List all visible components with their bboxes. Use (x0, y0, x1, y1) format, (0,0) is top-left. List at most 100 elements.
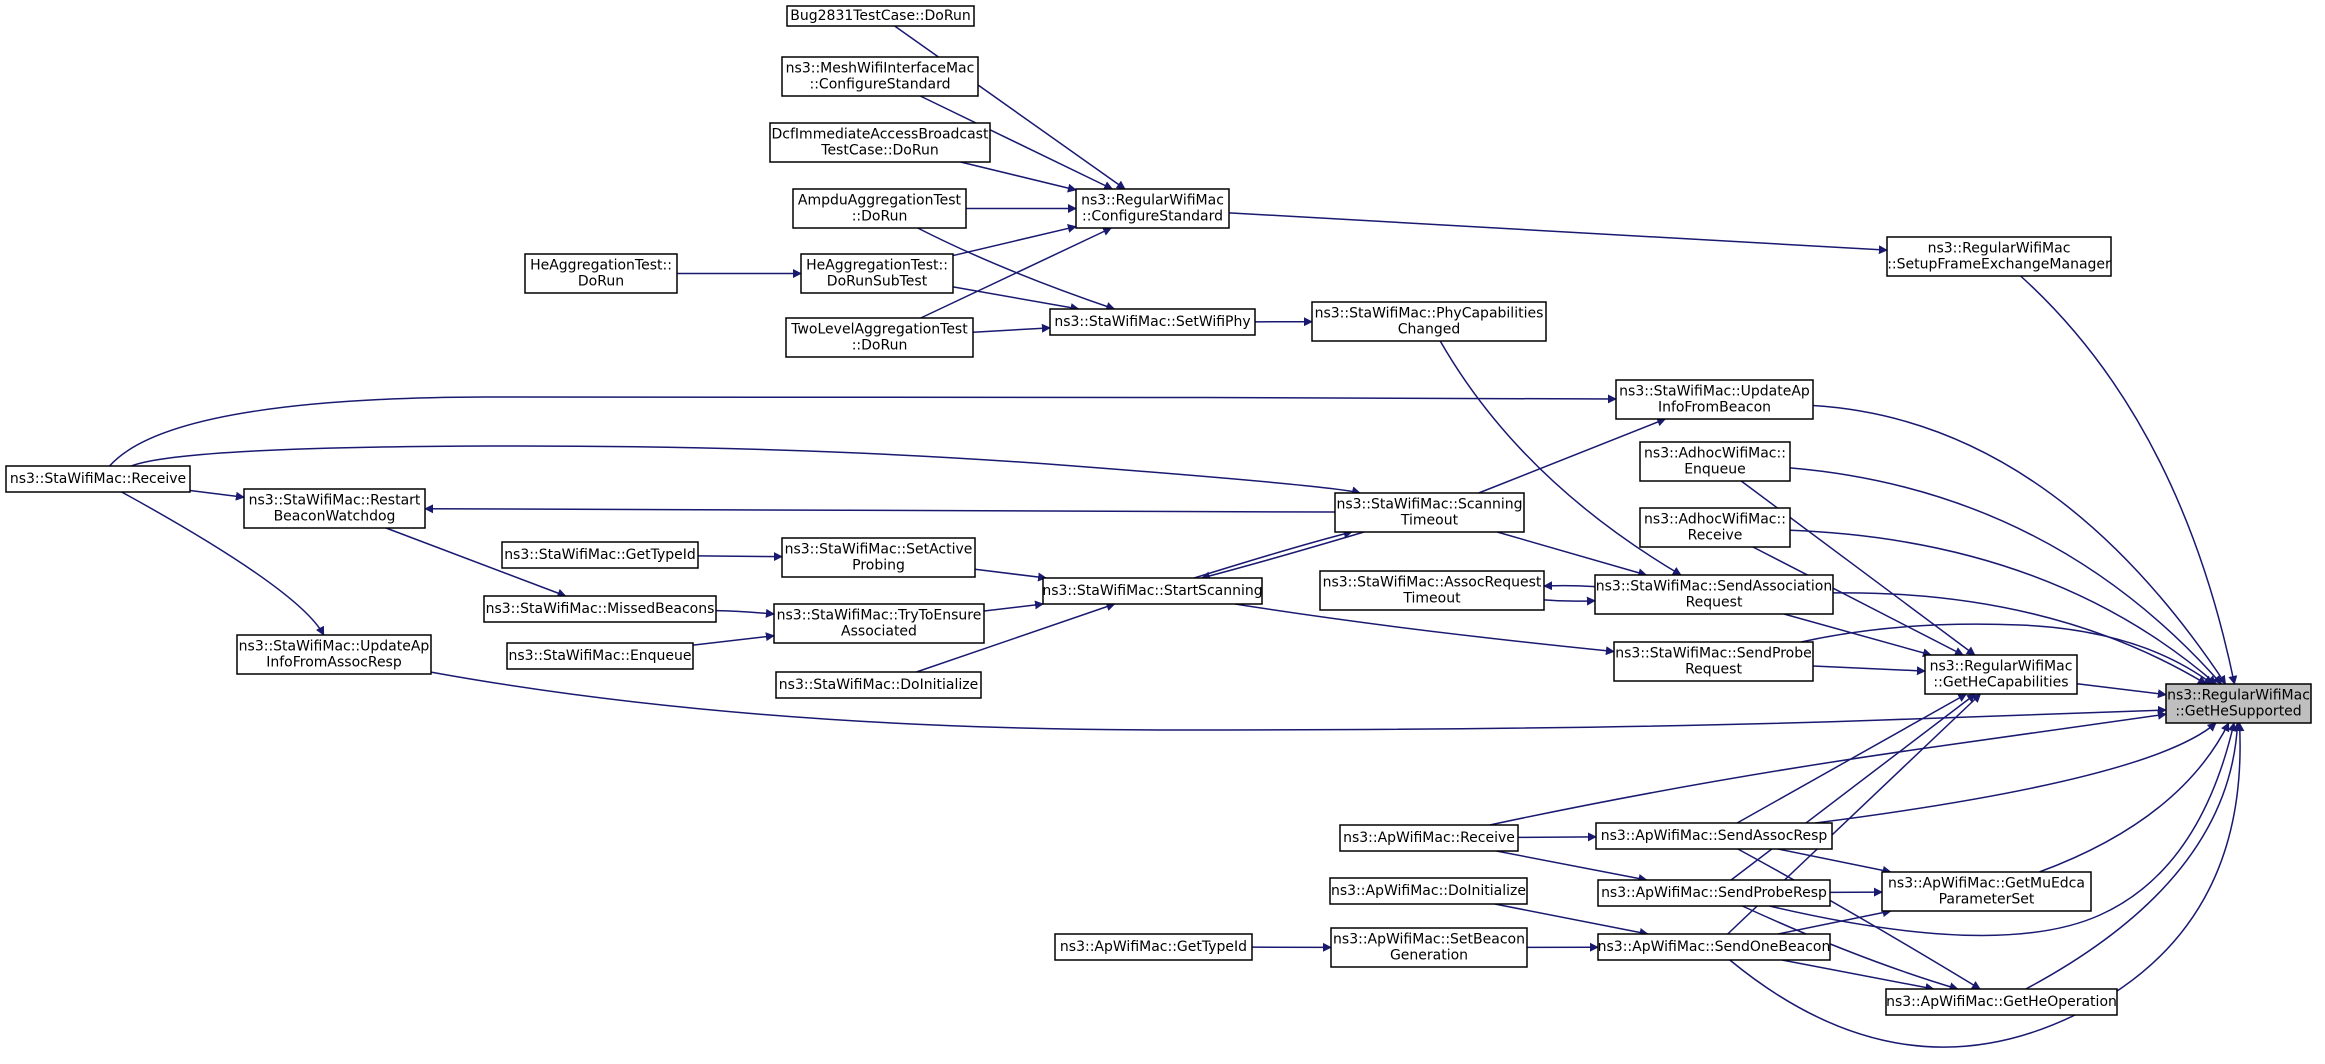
edge-line (917, 227, 1116, 311)
edge-adhocEnq-to-getHeCap (1740, 480, 1976, 656)
node-box (1639, 441, 1791, 482)
node-regCfg[interactable]: ns3::RegularWifiMac::ConfigureStandard (1075, 188, 1230, 229)
node-box (1594, 574, 1834, 615)
node-box (1639, 507, 1791, 548)
edge-line (2039, 722, 2230, 873)
edge-ampdu-to-setWifiPhy (917, 227, 1116, 311)
node-staDoInit[interactable]: ns3::StaWifiMac::DoInitialize (775, 671, 982, 699)
node-box (1042, 577, 1263, 605)
node-sendAssocResp[interactable]: ns3::ApWifiMac::SendAssocResp (1595, 822, 1833, 850)
node-label: ns3::StaWifiMac::AssocRequest (1323, 575, 1542, 591)
edge-getHeOp-to-getHeSupported (2025, 722, 2242, 990)
node-staEnqueue[interactable]: ns3::StaWifiMac::Enqueue (506, 642, 694, 670)
node-label: ns3::StaWifiMac::Restart (249, 493, 421, 509)
edge-line (1812, 665, 1926, 676)
node-box (1330, 927, 1528, 968)
node-sendOneBeacon[interactable]: ns3::ApWifiMac::SendOneBeacon (1597, 933, 1831, 961)
node-apGetTypeId[interactable]: ns3::ApWifiMac::GetTypeId (1054, 933, 1253, 961)
edge-line (952, 224, 1077, 257)
edge-line (697, 552, 783, 562)
node-apDoInit[interactable]: ns3::ApWifiMac::DoInitialize (1329, 877, 1528, 905)
node-label: ns3::MeshWifiInterfaceMac (786, 61, 975, 77)
edge-line (2025, 722, 2242, 990)
node-heAggDoRun[interactable]: HeAggregationTest::DoRun (524, 253, 678, 294)
node-label: ns3::ApWifiMac::SendAssocResp (1601, 828, 1828, 844)
node-box (1924, 654, 2078, 695)
node-setWifiPhy[interactable]: ns3::StaWifiMac::SetWifiPhy (1049, 308, 1256, 336)
node-box (1615, 379, 1814, 420)
edge-setupFem-to-getHeSupported (2020, 275, 2238, 685)
node-meshCfg[interactable]: ns3::MeshWifiInterfaceMac::ConfigureStan… (781, 56, 979, 97)
node-setupFem[interactable]: ns3::RegularWifiMac::SetupFrameExchangeM… (1886, 236, 2112, 277)
node-startScanning[interactable]: ns3::StaWifiMac::StartScanning (1042, 577, 1263, 605)
node-label: Timeout (1402, 591, 1461, 607)
edge-sendProbeReq-to-getHeCap (1812, 665, 1926, 676)
node-box (1334, 492, 1525, 533)
node-getHeOp[interactable]: ns3::ApWifiMac::GetHeOperation (1885, 988, 2118, 1016)
node-label: ns3::RegularWifiMac (1928, 241, 2071, 257)
node-label: ns3::ApWifiMac::Receive (1343, 830, 1515, 846)
edge-heAggSub-to-setWifiPhy (952, 286, 1080, 313)
node-label: ns3::StaWifiMac::SendProbe (1615, 646, 1811, 662)
node-label: ::GetHeCapabilities (1933, 675, 2068, 691)
node-missedBeacons[interactable]: ns3::StaWifiMac::MissedBeacons (483, 595, 717, 623)
edge-sendAssocReq-to-getHeSupported (1832, 592, 2207, 685)
node-updApAssocResp[interactable]: ns3::StaWifiMac::UpdateApInfoFromAssocRe… (236, 634, 432, 675)
node-twoLevel[interactable]: TwoLevelAggregationTest::DoRun (785, 317, 974, 358)
edge-line (424, 504, 1336, 514)
edge-adhocRecv-to-getHeCap (1752, 546, 1964, 656)
node-heAggSub[interactable]: HeAggregationTest::DoRunSubTest (800, 253, 954, 294)
node-getHeCap[interactable]: ns3::RegularWifiMac::GetHeCapabilities (1924, 654, 2078, 695)
edge-adhocEnq-to-getHeSupported (1789, 467, 2222, 685)
node-label: ns3::RegularWifiMac (2167, 688, 2310, 704)
node-box (5, 465, 191, 493)
node-label: Timeout (1400, 513, 1459, 529)
node-ampdu[interactable]: AmpduAggregationTest::DoRun (792, 188, 967, 229)
node-label: ns3::ApWifiMac::GetMuEdca (1888, 876, 2085, 892)
node-adhocEnq[interactable]: ns3::AdhocWifiMac::Enqueue (1639, 441, 1791, 482)
edge-line (430, 671, 2167, 731)
node-sendProbeResp[interactable]: ns3::ApWifiMac::SendProbeResp (1597, 879, 1831, 907)
node-label: ns3::StaWifiMac::UpdateAp (239, 639, 430, 655)
edge-line (1489, 710, 2167, 826)
edge-line (1777, 848, 1892, 875)
node-label: DoRun (578, 274, 624, 290)
edge-line (1193, 529, 1353, 579)
node-dcfTest[interactable]: DcfImmediateAccessBroadcastTestCase::DoR… (769, 122, 991, 163)
node-box (781, 56, 979, 97)
edge-apReceive-to-sendProbeResp (1496, 850, 1648, 883)
node-staReceive[interactable]: ns3::StaWifiMac::Receive (5, 465, 191, 493)
node-label: ::ConfigureStandard (810, 77, 951, 93)
node-label: ns3::StaWifiMac::StartScanning (1042, 583, 1262, 599)
edge-dcfTest-to-regCfg (960, 161, 1077, 193)
node-label: ns3::ApWifiMac::SetBeacon (1333, 932, 1525, 948)
edge-line (916, 602, 1116, 673)
edge-line (1496, 850, 1648, 883)
node-label: ns3::StaWifiMac::SetWifiPhy (1054, 314, 1250, 330)
node-label: AmpduAggregationTest (798, 193, 962, 209)
edge-line (1494, 903, 1649, 937)
node-getHeSupported[interactable]: ns3::RegularWifiMac::GetHeSupported (2165, 683, 2312, 724)
edge-updApAssocResp-to-getHeSupported (430, 671, 2167, 731)
node-apReceive[interactable]: ns3::ApWifiMac::Receive (1339, 824, 1519, 852)
node-bug2831[interactable]: Bug2831TestCase::DoRun (786, 5, 975, 27)
node-staGetTypeId[interactable]: ns3::StaWifiMac::GetTypeId (501, 541, 699, 569)
edge-line (1781, 959, 1935, 992)
node-adhocRecv[interactable]: ns3::AdhocWifiMac::Receive (1639, 507, 1791, 548)
edge-scanTimeout-to-sendAssocReq (1496, 531, 1648, 578)
edge-staDoInit-to-startScanning (916, 602, 1116, 673)
edge-line (1737, 848, 1981, 990)
edge-sendProbeResp-to-getHeSupported (1769, 722, 2237, 937)
